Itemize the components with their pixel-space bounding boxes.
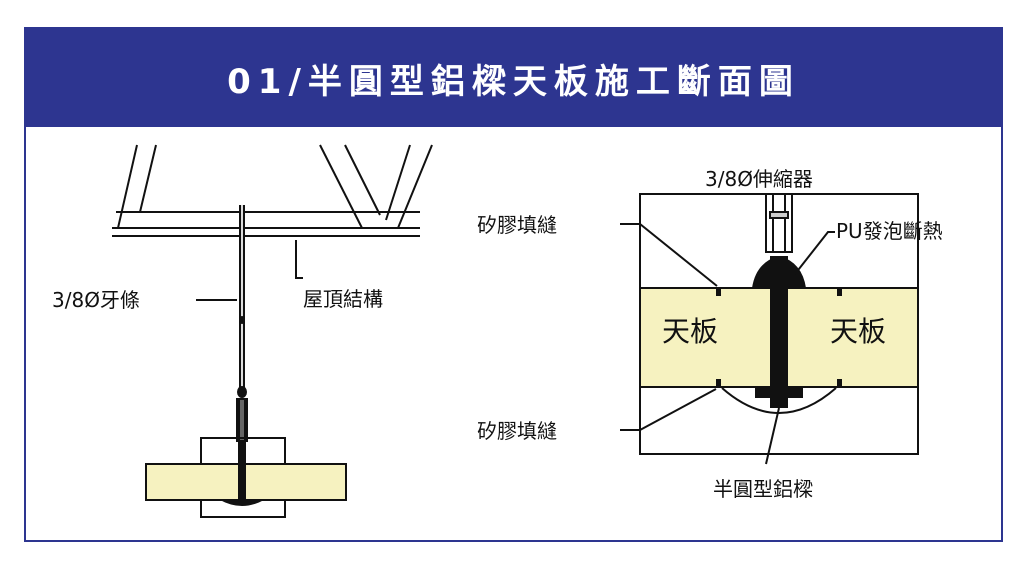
title-bar: 01/半圓型鋁樑天板施工斷面圖 — [26, 29, 1001, 127]
roof-leader — [295, 240, 303, 279]
beam-label: 半圓型鋁樑 — [713, 477, 813, 501]
roof-structure — [112, 144, 433, 237]
panel-left-label: 天板 — [662, 315, 718, 348]
panel-joint — [238, 464, 246, 500]
roof-structure-label: 屋頂結構 — [303, 287, 383, 311]
half-round-beam-large — [721, 387, 837, 414]
page-title: 01/半圓型鋁樑天板施工斷面圖 — [227, 61, 800, 102]
sealant-top-label: 矽膠填縫 — [477, 213, 557, 237]
expander — [765, 193, 793, 253]
pu-foam-label: PU發泡斷熱 — [836, 219, 943, 243]
threaded-rod — [236, 205, 248, 484]
right-section-diagram: 3/8Ø伸縮器 矽膠填縫 PU發泡斷熱 天板 天板 矽膠填縫 半圓型鋁樑 — [477, 167, 943, 501]
rod-label: 3/8Ø牙條 — [52, 288, 140, 312]
center-joint — [770, 256, 788, 388]
beam-base — [770, 396, 788, 408]
sealant-bottom-label: 矽膠填縫 — [477, 419, 557, 443]
sealant-marks — [716, 288, 842, 387]
leaders — [620, 223, 835, 465]
panel-right-label: 天板 — [830, 315, 886, 348]
expander-label: 3/8Ø伸縮器 — [705, 167, 813, 191]
diagram-frame: 01/半圓型鋁樑天板施工斷面圖 — [24, 27, 1003, 542]
left-section-diagram: 屋頂結構 3/8Ø牙條 — [52, 144, 433, 518]
beam-flange — [755, 388, 803, 398]
half-round-beam — [220, 500, 264, 506]
